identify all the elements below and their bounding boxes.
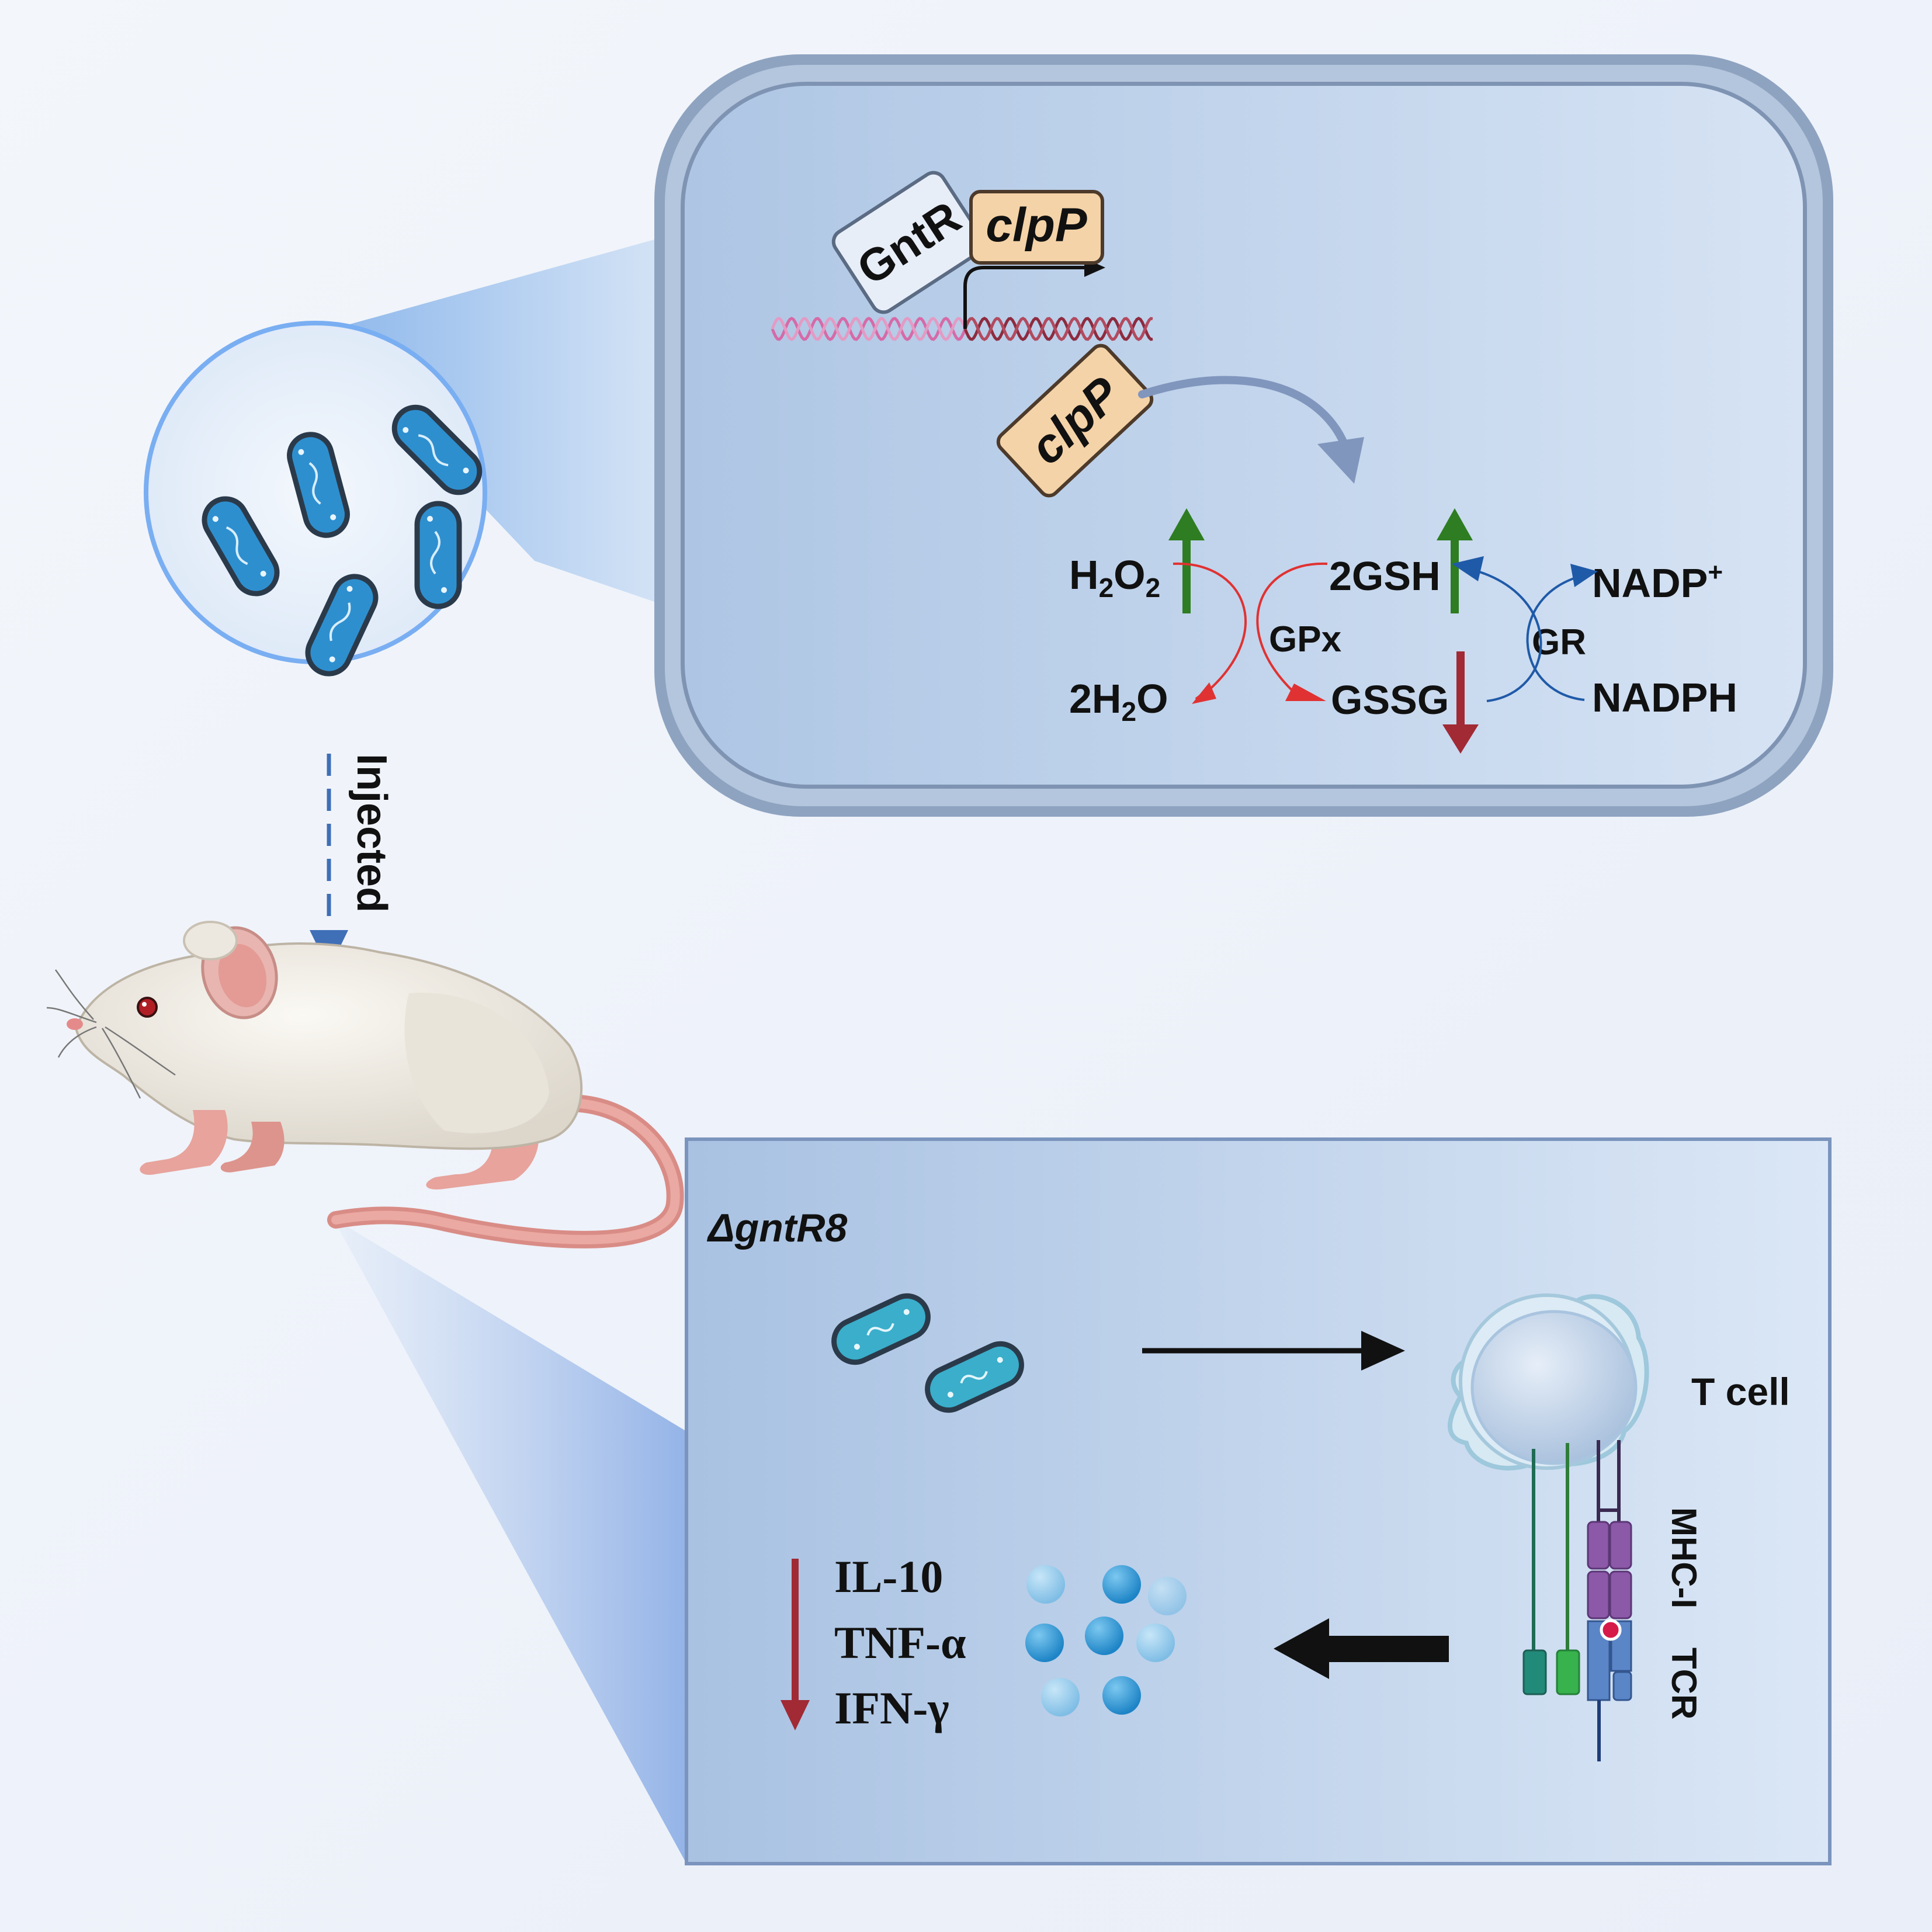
t-cell-label: T cell	[1691, 1370, 1790, 1413]
tcr-molecule	[1587, 1619, 1632, 1761]
cytokine-tnfa: TNF-α	[834, 1617, 966, 1668]
gr-reaction-arrows	[1452, 556, 1598, 702]
dna-helix	[771, 317, 1153, 341]
mouse-illustration	[46, 921, 684, 1248]
zoom-beam-bottom	[333, 1218, 686, 1864]
cytokine-particle	[1148, 1577, 1187, 1615]
mhc-i-label: MHC-I	[1664, 1507, 1704, 1608]
gpx-reaction-arrows	[1173, 562, 1328, 704]
h2o2-label: H2O2	[1069, 552, 1160, 603]
bacterium-5	[305, 574, 379, 677]
cytokine-particle	[1102, 1565, 1141, 1604]
dna-strand-upstream-2	[771, 317, 967, 341]
gsh-increase-arrow	[1437, 508, 1473, 613]
receptor-complex: MHC-I TCR	[1522, 1440, 1704, 1761]
cytokine-ifng: IFN-γ	[834, 1683, 949, 1733]
mhc-i-molecule	[1587, 1521, 1632, 1619]
protein-effect-arrow	[1138, 376, 1364, 484]
cytokine-particle	[1026, 1565, 1065, 1604]
bacterium-1	[202, 496, 280, 596]
injection-label: Injected	[348, 754, 395, 913]
secretion-arrow	[1274, 1618, 1449, 1679]
cytokine-list: IL-10 TNF-α IFN-γ	[781, 1551, 966, 1733]
h2o2-increase-arrow	[1168, 508, 1205, 613]
dna-strand-upstream	[771, 317, 967, 341]
gsh-label: 2GSH	[1329, 553, 1441, 599]
cytokine-particle	[1085, 1617, 1123, 1655]
gssg-label: GSSG	[1331, 677, 1449, 723]
bacterium-4	[414, 501, 462, 609]
dna-strand-gene-2	[963, 317, 1153, 341]
cytokine-particle	[1041, 1678, 1080, 1716]
clpp-protein-box: clpP	[996, 344, 1154, 498]
dna-strand-gene	[963, 317, 1153, 341]
bacterium-3	[391, 404, 483, 495]
bacteria-magnifier	[144, 321, 487, 677]
nadph-label: NADPH	[1592, 675, 1737, 720]
immune-response-panel: ΔgntR8 T cell	[685, 1137, 1832, 1865]
activation-arrow	[1142, 1331, 1405, 1371]
clpp-gene-label: clpP	[986, 199, 1087, 252]
glutathione-cycle: H2O2 2H2O 2GSH GSSG NADP+ NADPH GPx GR	[1069, 508, 1737, 754]
bacterium-2	[287, 432, 350, 538]
tcr-label: TCR	[1664, 1647, 1704, 1719]
gssg-decrease-arrow	[1442, 651, 1479, 754]
t-cell: T cell	[1447, 1293, 1790, 1471]
cytokine-il10: IL-10	[834, 1551, 943, 1602]
nadp-label: NADP+	[1592, 558, 1723, 606]
cytokine-particle	[1136, 1624, 1175, 1662]
mutant-bacterium-2	[925, 1341, 1024, 1413]
gpx-label: GPx	[1269, 619, 1342, 660]
cytokine-particle	[1102, 1676, 1141, 1715]
cytokine-cluster	[1025, 1565, 1187, 1716]
mutant-bacterium-1	[831, 1293, 931, 1365]
clpp-gene-box: clpP	[969, 190, 1104, 265]
mutant-label: ΔgntR8	[706, 1206, 847, 1250]
zoom-beam-top	[318, 240, 654, 602]
water-label: 2H2O	[1069, 676, 1168, 727]
cytokine-particle	[1025, 1624, 1064, 1662]
